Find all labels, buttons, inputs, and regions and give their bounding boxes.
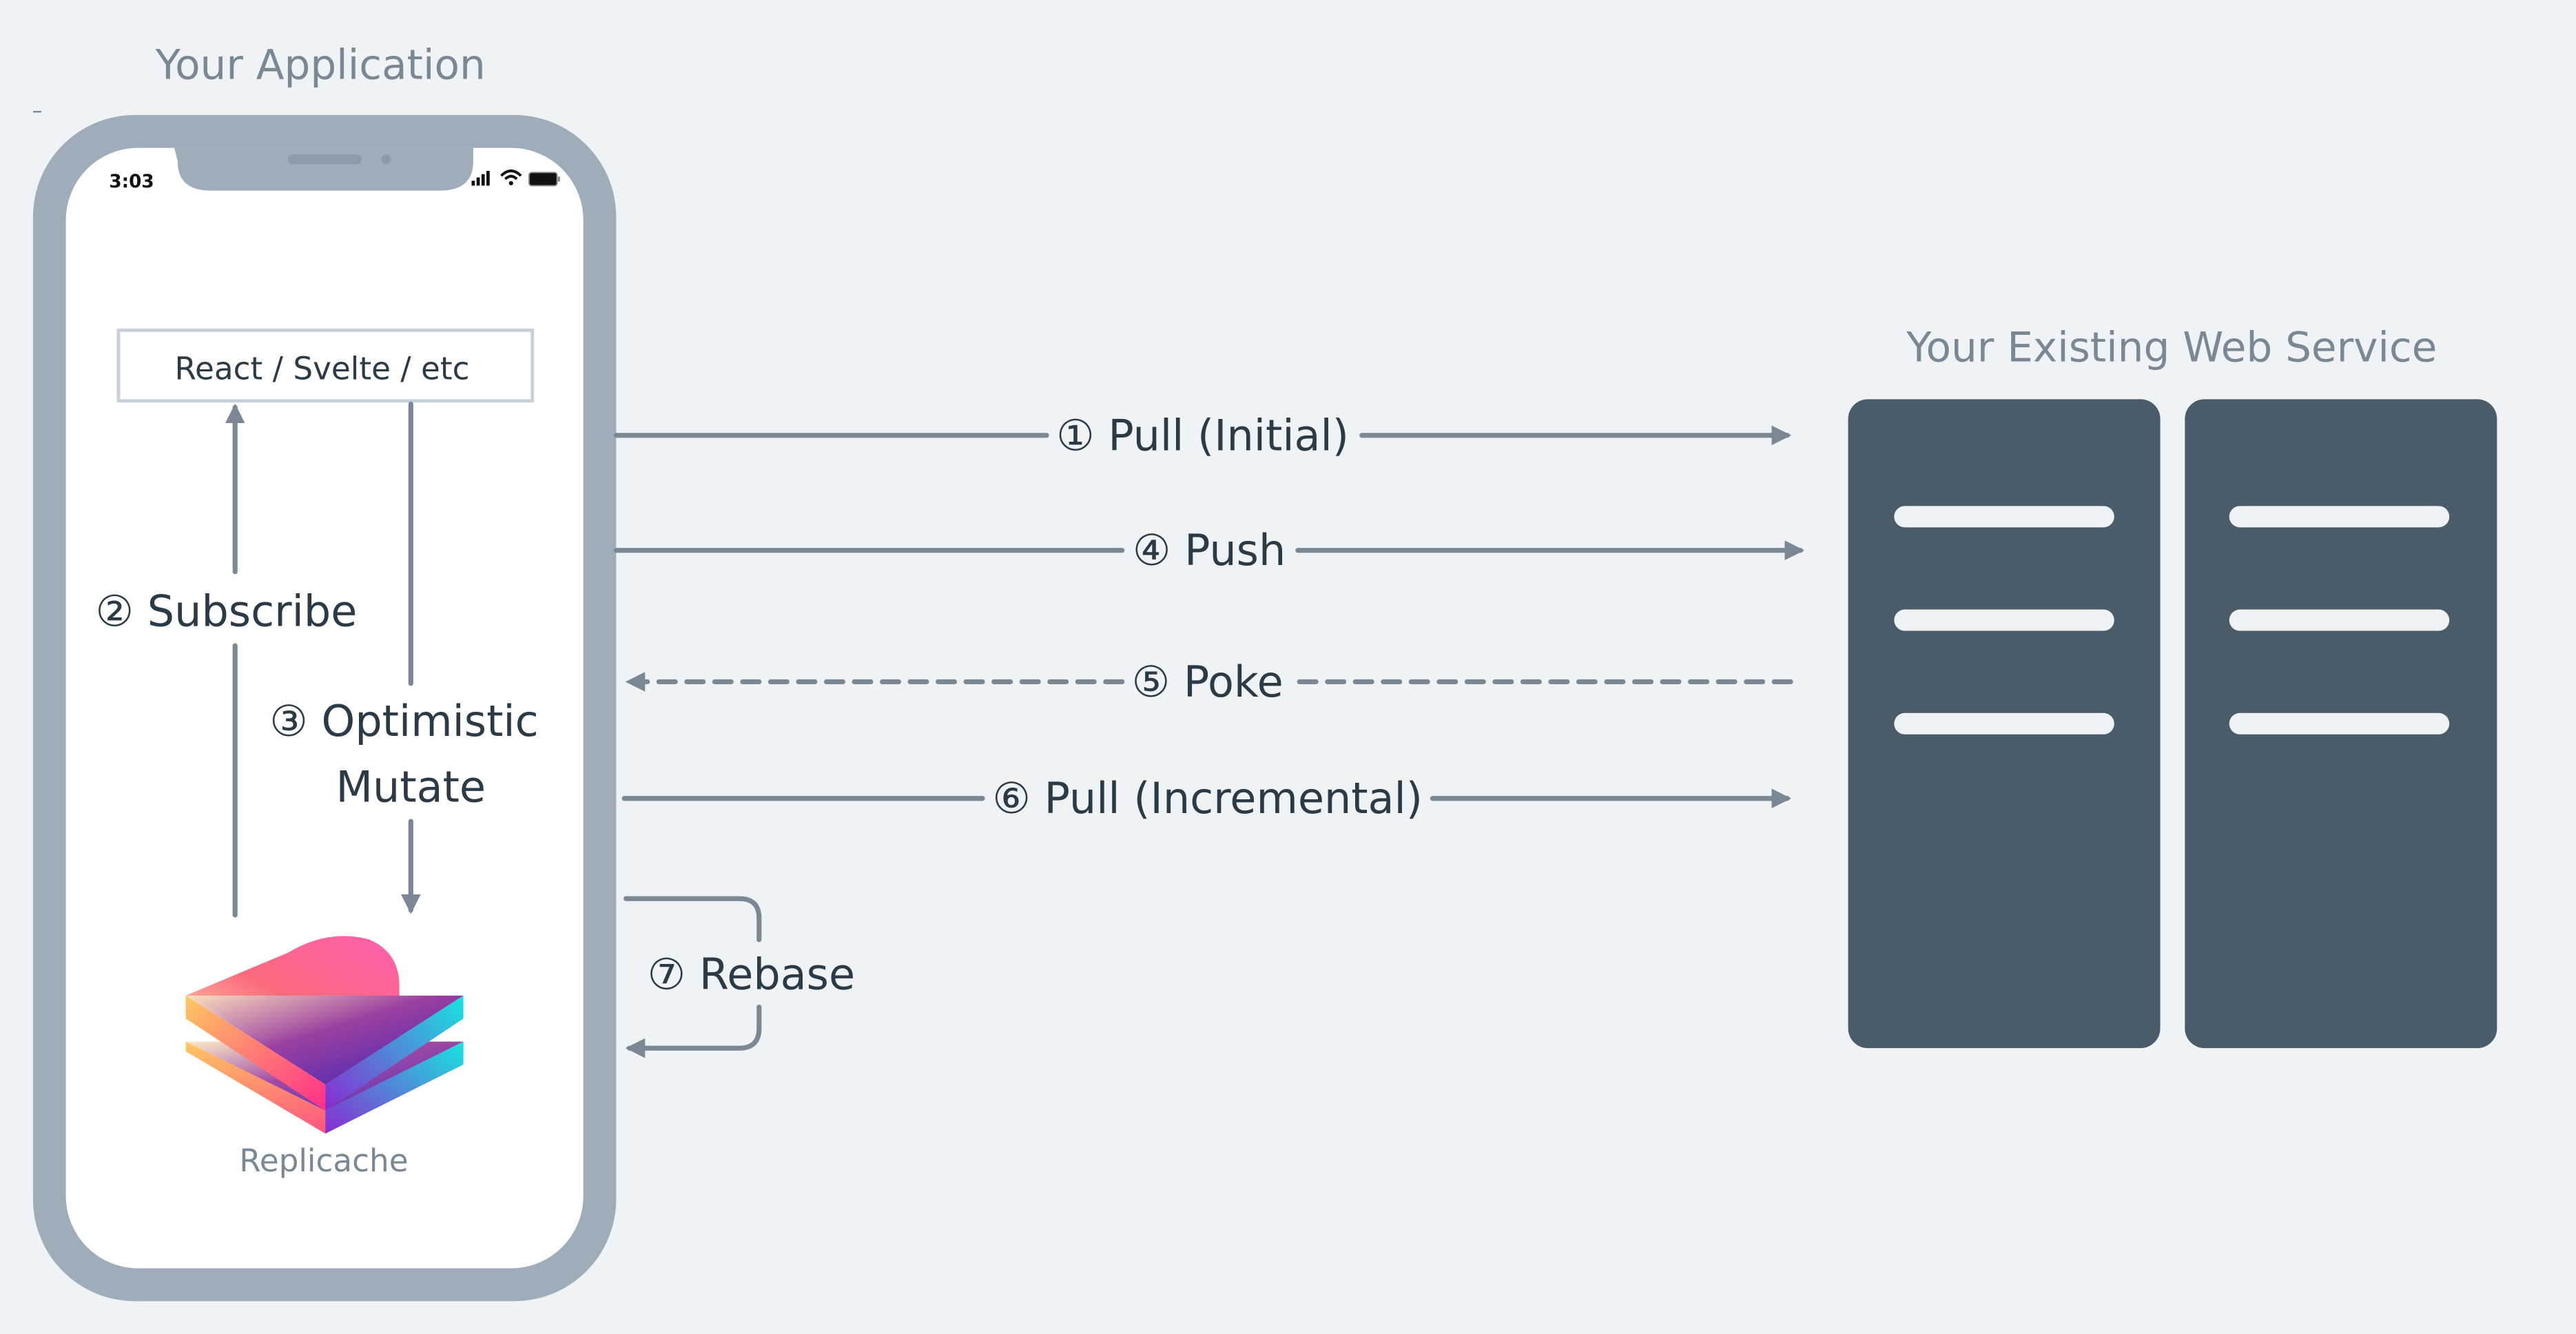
flow-rebase: ⑦ Rebase (624, 896, 855, 1058)
camera-icon (381, 154, 391, 165)
app-title: Your Application (155, 41, 486, 89)
replicache-logo (185, 936, 464, 1134)
service-title: Your Existing Web Service (1906, 325, 2437, 372)
server-slot (2229, 712, 2450, 735)
server-slot (1894, 712, 2114, 735)
battery-icon (528, 172, 560, 187)
subscribe-label: ② Subscribe (96, 586, 358, 636)
status-time: 3:03 (109, 172, 154, 192)
push-label: ④ Push (1133, 525, 1286, 575)
flow-pull-initial: ① Pull (Initial) (613, 410, 1792, 460)
phone-notch (174, 147, 473, 191)
server-right (2185, 399, 2497, 1049)
signal-icon (471, 170, 490, 186)
framework-label: React / Svelte / etc (175, 351, 470, 387)
server-slot (2229, 506, 2450, 528)
replicache-label: Replicache (239, 1142, 408, 1179)
pull-incremental-label: ⑥ Pull (Incremental) (992, 773, 1423, 823)
phone-screen (65, 147, 584, 1269)
mutate-label-line1: ③ Optimistic (269, 696, 538, 746)
mutate-label-line2: Mutate (336, 762, 486, 812)
flow-push: ④ Push (613, 525, 1805, 575)
rebase-label: ⑦ Rebase (648, 949, 855, 999)
wifi-icon (500, 170, 522, 185)
server-slot (1894, 506, 2114, 528)
poke-label: ⑤ Poke (1132, 657, 1284, 707)
server-slot (2229, 609, 2450, 631)
framework-box (116, 328, 535, 403)
server-left (1848, 399, 2161, 1049)
flow-pull-incremental: ⑥ Pull (Incremental) (621, 773, 1792, 823)
phone-mockup: 3:03 React / Svelte / etc ② Subscribe ③ … (32, 114, 617, 1302)
pull-initial-label: ① Pull (Initial) (1056, 410, 1349, 460)
flow-poke: ⑤ Poke (625, 657, 1793, 707)
speaker-icon (287, 154, 362, 165)
server-slot (1894, 609, 2114, 631)
